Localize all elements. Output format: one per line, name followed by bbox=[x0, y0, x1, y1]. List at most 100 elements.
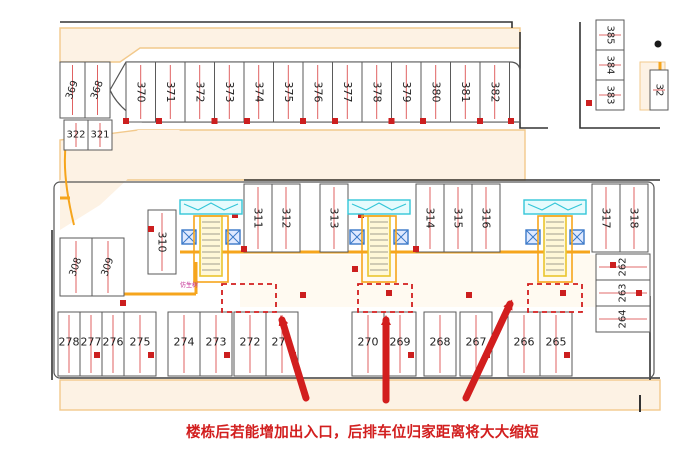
structural-column bbox=[508, 118, 514, 124]
structural-column bbox=[332, 118, 338, 124]
upper-lot-outline bbox=[109, 61, 521, 123]
lower-building-outline bbox=[53, 181, 655, 379]
stall-number: 32 bbox=[654, 84, 665, 97]
parking-stall: 374 bbox=[243, 61, 274, 123]
parking-stall: 268 bbox=[423, 311, 457, 377]
stall-number: 384 bbox=[605, 55, 616, 74]
stall-number: 275 bbox=[130, 336, 151, 349]
stall-number: 264 bbox=[618, 309, 629, 328]
parking-stall: 321 bbox=[87, 119, 113, 151]
proposed-entrance-marker bbox=[527, 283, 583, 313]
stall-number: 315 bbox=[452, 208, 465, 229]
stall-number: 383 bbox=[605, 85, 616, 104]
parking-stall: 32 bbox=[649, 69, 669, 111]
stall-number: 312 bbox=[280, 208, 293, 229]
stair-core-icon bbox=[179, 199, 243, 283]
parking-stall: 378 bbox=[361, 61, 392, 123]
parking-stall: 267 bbox=[459, 311, 493, 377]
parking-stall: 274 bbox=[167, 311, 201, 377]
stall-number: 277 bbox=[81, 336, 102, 349]
stair-core-icon bbox=[523, 199, 587, 283]
structural-column bbox=[224, 352, 230, 358]
stall-number: 373 bbox=[223, 82, 236, 103]
stall-number: 262 bbox=[618, 257, 629, 276]
stall-number: 266 bbox=[514, 336, 535, 349]
parking-stall: 385 bbox=[595, 19, 625, 51]
parking-stall: 371 bbox=[155, 61, 186, 123]
stall-number: 311 bbox=[252, 208, 265, 229]
structural-column bbox=[386, 290, 392, 296]
structural-column bbox=[94, 352, 100, 358]
elevator-icon bbox=[225, 229, 241, 245]
parking-stall: 383 bbox=[595, 79, 625, 111]
stall-number: 376 bbox=[311, 82, 324, 103]
structural-column bbox=[244, 118, 250, 124]
structural-column bbox=[420, 118, 426, 124]
stall-number: 267 bbox=[466, 336, 487, 349]
stall-number: 371 bbox=[164, 82, 177, 103]
structural-column bbox=[300, 118, 306, 124]
parking-stall: 278 bbox=[57, 311, 81, 377]
parking-stall: 375 bbox=[273, 61, 304, 123]
stall-number: 318 bbox=[628, 208, 641, 229]
parking-stall: 314 bbox=[413, 183, 445, 253]
structural-column bbox=[477, 118, 483, 124]
stall-number: 381 bbox=[459, 82, 472, 103]
parking-stall: 382 bbox=[477, 61, 510, 124]
parking-stall: 368 bbox=[84, 61, 111, 119]
parking-stall: 379 bbox=[388, 61, 422, 124]
structural-column bbox=[120, 300, 126, 306]
pointer-arrow-icon bbox=[462, 299, 514, 402]
stall-number: 273 bbox=[206, 336, 227, 349]
stall-number: 313 bbox=[328, 208, 341, 229]
stall-number: 379 bbox=[400, 82, 413, 103]
stall-number: 385 bbox=[605, 25, 616, 44]
stall-number: 310 bbox=[156, 232, 169, 253]
structural-column bbox=[586, 100, 592, 106]
structural-column bbox=[148, 226, 154, 232]
parking-stall: 384 bbox=[595, 49, 625, 81]
parking-stall: 372 bbox=[184, 61, 215, 123]
stall-number: 263 bbox=[618, 283, 629, 302]
annotation-caption: 楼栋后若能增加出入口，后排车位归家距离将大大缩短 bbox=[186, 425, 539, 441]
structural-column bbox=[636, 290, 642, 296]
structural-column bbox=[123, 118, 129, 124]
stall-number: 316 bbox=[480, 208, 493, 229]
parking-stall: 265 bbox=[539, 311, 573, 377]
parking-stall: 381 bbox=[450, 61, 481, 123]
parking-stall: 277 bbox=[79, 311, 103, 377]
parking-stall: 316 bbox=[471, 183, 501, 253]
stall-number: 322 bbox=[66, 130, 85, 141]
parking-stall: 318 bbox=[619, 183, 649, 253]
structural-column bbox=[211, 118, 218, 124]
parking-stall: 315 bbox=[443, 183, 473, 253]
stall-number: 270 bbox=[358, 336, 379, 349]
stall-number: 265 bbox=[546, 336, 567, 349]
parking-stall: 369 bbox=[59, 61, 86, 119]
parking-stall: 373 bbox=[211, 61, 245, 124]
structural-column bbox=[300, 292, 306, 298]
structural-column bbox=[466, 292, 472, 298]
parking-stall: 275 bbox=[123, 311, 157, 377]
structural-column bbox=[352, 266, 358, 272]
stair-core-icon bbox=[347, 199, 411, 283]
parking-stall: 322 bbox=[63, 119, 89, 151]
structural-column bbox=[564, 352, 570, 358]
stall-number: 375 bbox=[282, 82, 295, 103]
parking-stall: 264 bbox=[595, 305, 651, 333]
pointer-arrow-icon bbox=[278, 315, 310, 402]
parking-stall: 376 bbox=[300, 61, 333, 124]
stall-number: 268 bbox=[430, 336, 451, 349]
structural-column bbox=[610, 262, 616, 268]
structural-column bbox=[413, 246, 419, 252]
parking-stall: 266 bbox=[507, 311, 541, 377]
stall-number: 380 bbox=[429, 82, 442, 103]
parking-stall: 370 bbox=[123, 61, 156, 124]
small-facility-label: 仿生树 bbox=[180, 281, 198, 289]
parking-stall: 310 bbox=[147, 209, 177, 275]
stall-number: 272 bbox=[240, 336, 261, 349]
stair-cores bbox=[179, 199, 587, 283]
